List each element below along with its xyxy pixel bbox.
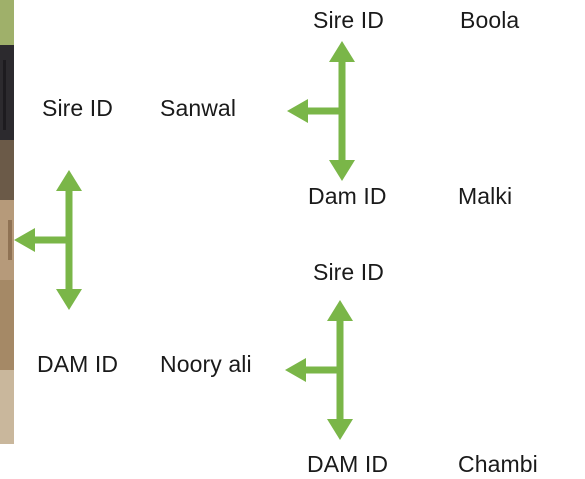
maternal-grandsire-id-label: Sire ID <box>313 259 384 285</box>
animal-photo <box>0 0 14 444</box>
paternal-grandsire-id-label: Sire ID <box>313 7 384 33</box>
branch-arrow-icon <box>14 170 82 310</box>
branch-arrow-icon <box>285 300 353 440</box>
sire-name: Sanwal <box>160 95 237 121</box>
branch-arrow-icon <box>287 41 355 181</box>
sire-id-label: Sire ID <box>42 95 113 121</box>
dam-name: Noory ali <box>160 351 252 377</box>
maternal-granddam-name: Chambi <box>458 451 538 477</box>
maternal-granddam-id-label: DAM ID <box>307 451 389 477</box>
paternal-granddam-id-label: Dam ID <box>308 183 387 209</box>
dam-id-label: DAM ID <box>37 351 119 377</box>
paternal-grandsire-name: Boola <box>460 7 520 33</box>
paternal-granddam-name: Malki <box>458 183 513 209</box>
